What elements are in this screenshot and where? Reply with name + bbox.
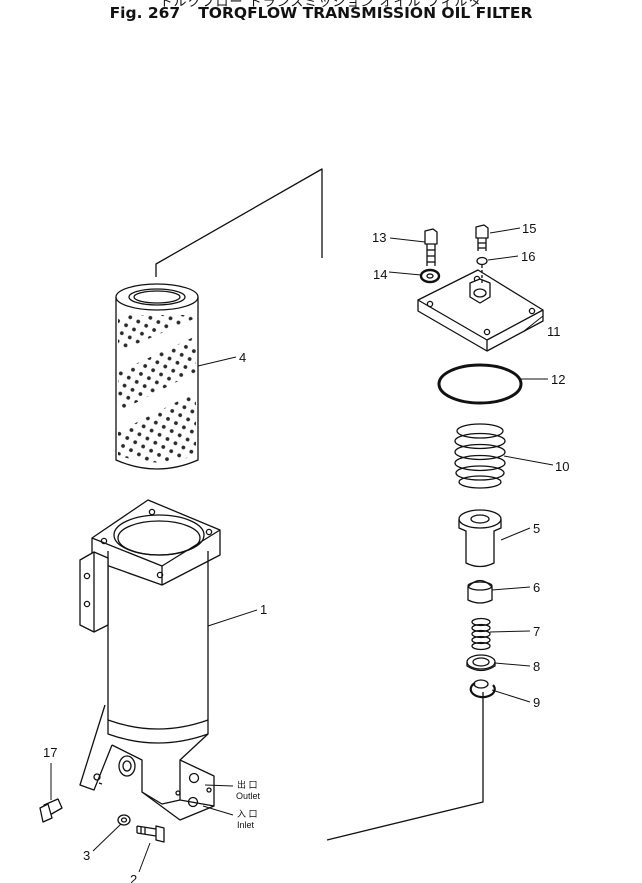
filter-cover bbox=[417, 265, 544, 352]
filter-case bbox=[79, 499, 221, 821]
japanese-title: トルクフロー トランスミッション オイル フィルタ bbox=[159, 0, 483, 10]
bypass-valve bbox=[467, 579, 493, 604]
callout-10: 10 bbox=[555, 459, 569, 474]
callout-2: 2 bbox=[130, 872, 137, 883]
callout-6: 6 bbox=[533, 580, 540, 595]
callout-12: 12 bbox=[551, 372, 565, 387]
valve-spring bbox=[471, 617, 491, 651]
callout-9: 9 bbox=[533, 695, 540, 710]
filter-element bbox=[115, 283, 199, 470]
assembly-guide-lines bbox=[155, 168, 484, 841]
callout-4: 4 bbox=[239, 350, 246, 365]
drain-plug bbox=[39, 798, 63, 823]
leader-lines bbox=[50, 227, 554, 873]
callout-11: 11 bbox=[547, 324, 561, 339]
cover-o-ring bbox=[437, 363, 523, 405]
spring-washer bbox=[466, 654, 496, 672]
callout-15: 15 bbox=[522, 221, 536, 236]
inlet-label-jp: 入 口 bbox=[237, 809, 258, 819]
washer bbox=[117, 814, 131, 826]
o-ring-16 bbox=[476, 256, 488, 266]
mounting-bolt bbox=[136, 825, 165, 843]
large-spring bbox=[454, 423, 506, 489]
figure-caption: TORQFLOW TRANSMISSION OIL FILTER bbox=[198, 4, 533, 22]
callout-14: 14 bbox=[373, 267, 387, 282]
valve-seat bbox=[458, 509, 502, 568]
figure-number: Fig. 267 bbox=[109, 4, 181, 22]
callout-8: 8 bbox=[533, 659, 540, 674]
cover-bolt-13 bbox=[424, 228, 438, 266]
callout-7: 7 bbox=[533, 624, 540, 639]
figure-title: Fig. 267 TORQFLOW TRANSMISSION OIL FILTER bbox=[0, 4, 642, 22]
outlet-label-jp: 出 口 bbox=[237, 779, 258, 790]
callout-13: 13 bbox=[372, 230, 386, 245]
callout-5: 5 bbox=[533, 521, 540, 536]
callout-3: 3 bbox=[83, 848, 90, 863]
cover-bolt-15 bbox=[475, 224, 489, 251]
snap-ring bbox=[469, 679, 496, 699]
outlet-label: Outlet bbox=[236, 791, 261, 801]
inlet-label: Inlet bbox=[237, 820, 255, 830]
callout-numbers: 4 1 2 3 17 13 14 15 16 11 12 10 5 6 7 8 … bbox=[43, 221, 569, 883]
washer-14 bbox=[419, 268, 441, 284]
callout-1: 1 bbox=[260, 602, 267, 617]
callout-16: 16 bbox=[521, 249, 535, 264]
callout-17: 17 bbox=[43, 745, 57, 760]
